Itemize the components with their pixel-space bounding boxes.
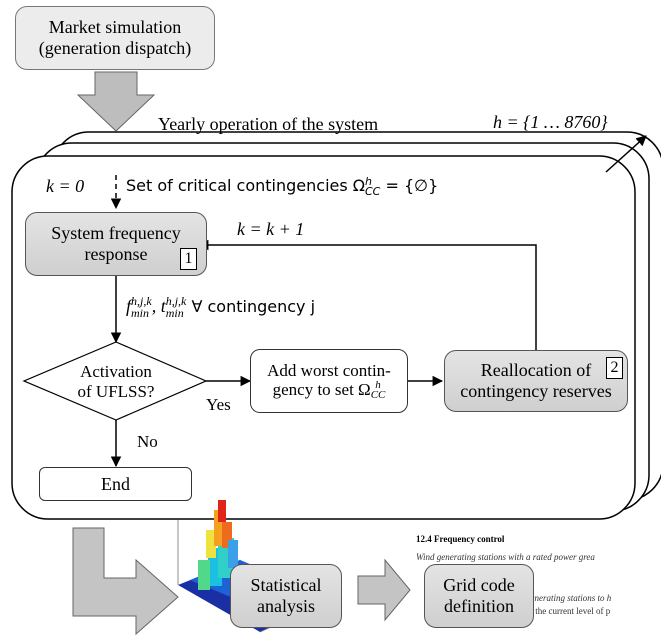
market-simulation-box: Market simulation (generation dispatch) <box>15 6 215 70</box>
decision-line2: of UFLSS? <box>77 382 155 401</box>
end-box: End <box>39 467 192 501</box>
critical-set-text: Set of critical contingencies Ω <box>126 176 365 195</box>
reallocation-box: Reallocation of contingency reserves <box>444 350 628 412</box>
k-init-label: k = 0 <box>46 176 85 196</box>
grid-line2: definition <box>444 596 514 616</box>
fmin-f-sub: min <box>131 305 150 320</box>
decision-line1: Activation <box>80 362 152 382</box>
tag-2: 2 <box>606 357 623 379</box>
freq-line1: System frequency <box>51 223 181 244</box>
fmin-rest: ∀ contingency j <box>186 297 316 316</box>
add-line2: gency to set Ω <box>272 380 371 400</box>
doc-line3: in the current level of p <box>526 606 611 616</box>
market-line2: (generation dispatch) <box>38 38 192 58</box>
add-sub: CC <box>370 389 386 402</box>
yearly-frame-main <box>11 155 636 520</box>
grid-line1: Grid code <box>443 575 515 596</box>
add-line1: Add worst contin- <box>267 360 391 380</box>
decision-text: Activation of UFLSS? <box>46 360 186 404</box>
yes-label: Yes <box>206 395 231 414</box>
freq-line2: response <box>84 244 148 264</box>
fmin-f-sup: h,j,k <box>131 294 152 309</box>
stat-to-grid-arrow <box>357 558 411 622</box>
market-line1: Market simulation <box>48 17 182 38</box>
market-down-arrow <box>76 71 156 132</box>
hours-arrow <box>605 135 647 173</box>
statistical-analysis-box: Statistical analysis <box>230 564 342 628</box>
doc-line2: generating stations to h <box>526 593 612 603</box>
k-increment-label: k = k + 1 <box>237 219 305 239</box>
tag-1: 1 <box>180 248 197 270</box>
system-frequency-box: System frequency response <box>25 212 207 276</box>
critical-set-rhs: = {∅} <box>380 176 439 195</box>
realloc-line1: Reallocation of <box>480 360 592 381</box>
critical-set-sub: CC <box>365 184 381 198</box>
yearly-label: Yearly operation of the system <box>158 114 379 134</box>
doc-line1: Wind generating stations with a rated po… <box>416 552 595 562</box>
add-sup: h <box>375 379 381 392</box>
fmin-t-sub: min <box>165 305 184 320</box>
realloc-line2: contingency reserves <box>460 381 612 401</box>
fmin-t: , t <box>151 296 166 316</box>
hours-label: h = {1 … 8760} <box>493 112 608 132</box>
no-label: No <box>137 432 158 451</box>
doc-title: 12.4 Frequency control <box>416 534 505 544</box>
fmin-f: f <box>126 296 132 316</box>
fmin-t-sup: h,j,k <box>165 294 187 309</box>
l-shaped-arrow <box>72 527 179 636</box>
decision-diamond <box>22 341 208 421</box>
stat-line1: Statistical <box>250 575 322 596</box>
grid-code-box: Grid code definition <box>424 564 534 628</box>
critical-set-sup: h <box>365 174 372 188</box>
stat-line2: analysis <box>257 596 315 616</box>
loop-back-arrow <box>197 239 537 350</box>
